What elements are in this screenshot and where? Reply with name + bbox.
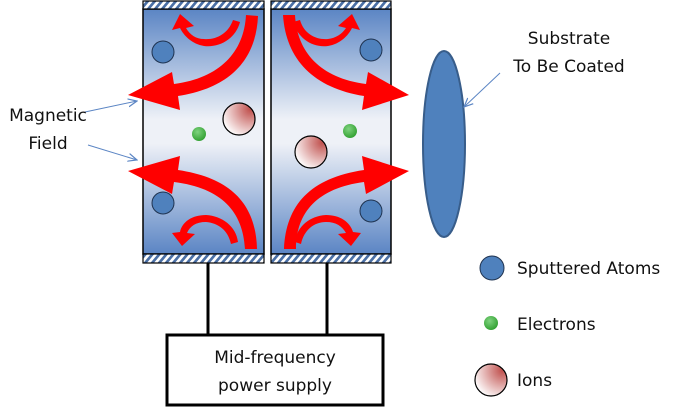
electron-icon [484,316,498,330]
right-bottom-small-arrow [295,215,361,246]
sputtered-atom [359,199,383,223]
power-supply-box: Mid-frequency power supply [165,333,385,407]
legend-label-ions: Ions [517,371,552,391]
legend-label-sputtered-atoms: Sputtered Atoms [517,259,660,279]
magnetic-field-label-line2: Field [28,134,67,154]
legend-label-electrons: Electrons [517,315,596,335]
magnetic-field-arrows [128,14,409,249]
sputtered-atom [359,38,383,62]
right-bottom-big-arrow [284,156,409,249]
power-supply-label-line1: Mid-frequency [214,348,336,368]
legend: Sputtered Atoms Electrons Ions [474,255,660,397]
sputtered-atom [151,40,175,64]
power-supply-label-line2: power supply [218,376,332,396]
ion-icon [474,363,508,397]
substrate [422,50,466,238]
left-target-bottom-hatch [142,253,265,264]
substrate-pointer [464,72,501,107]
sputtered-atom [151,191,175,215]
magnetic-field-pointer-top [84,101,137,113]
electron [343,124,357,138]
electron [192,127,206,141]
left-bottom-big-arrow [128,156,257,249]
magnetic-field-label-line1: Magnetic [9,106,87,126]
right-top-big-arrow [283,15,409,110]
right-target-bottom-hatch [270,253,392,264]
sputtered-atom-icon [479,255,505,281]
left-top-big-arrow [128,15,258,110]
right-target-top-hatch [270,0,392,10]
substrate-label-line2: To Be Coated [512,57,624,77]
left-target-top-hatch [142,0,265,10]
substrate-label-line1: Substrate [528,29,610,49]
left-bottom-small-arrow [172,215,238,246]
ion [222,102,256,136]
ion [294,135,328,169]
right-top-small-arrow [293,14,360,47]
magnetic-field-pointer-bottom [87,144,137,160]
left-top-small-arrow [172,14,240,47]
